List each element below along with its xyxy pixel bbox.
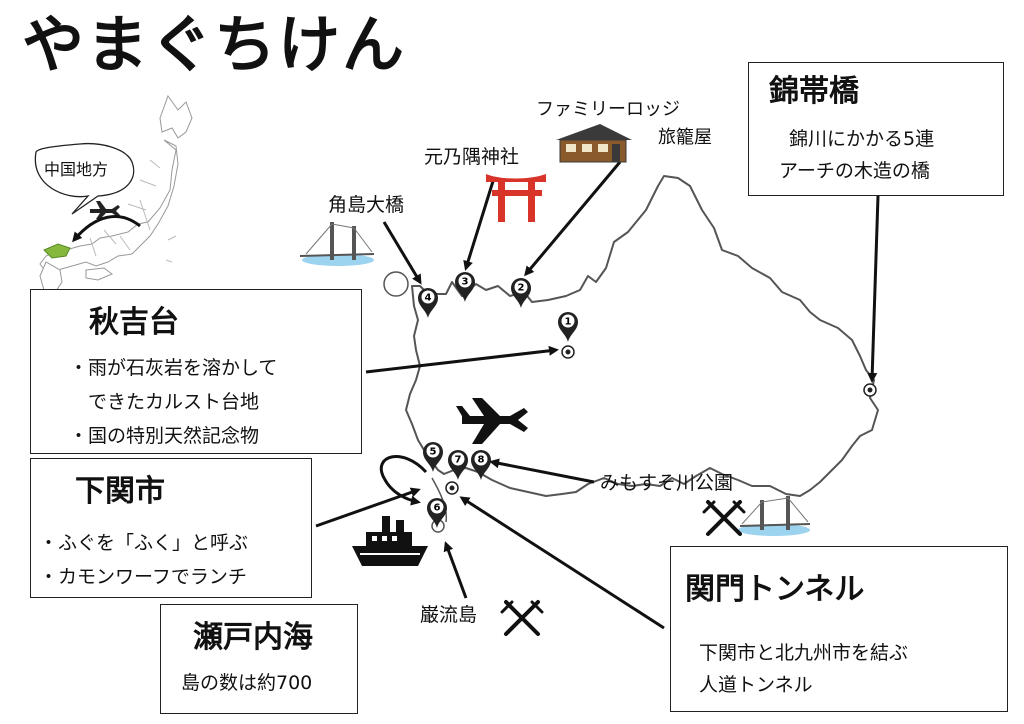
label-mimosuso: みもすそ川公園 bbox=[600, 472, 734, 494]
box-line: ・雨が石灰岩を溶かして bbox=[69, 357, 278, 379]
bridge-icon-kanmon bbox=[738, 496, 811, 536]
label-ganryujima: 巌流島 bbox=[420, 604, 478, 626]
location-marker-akiyoshidai bbox=[561, 345, 575, 359]
box-line: 下関市と北九州市を結ぶ bbox=[699, 642, 909, 664]
yamaguchi-highlight bbox=[43, 243, 71, 259]
shimonoseki-box: 下関市 ・ふぐを「ふく」と呼ぶ ・カモンワーフでランチ bbox=[30, 458, 312, 598]
box-line: ・国の特別天然記念物 bbox=[69, 425, 260, 447]
suspension-bridge-icon bbox=[299, 222, 375, 266]
map-pin-2: 2 bbox=[511, 278, 531, 308]
map-pin-7: 7 bbox=[448, 450, 468, 480]
map-pin-8: 8 bbox=[471, 450, 491, 480]
plane-icon-small bbox=[90, 201, 120, 219]
map-pin-number: 4 bbox=[425, 293, 432, 304]
yamaguchi-outline bbox=[405, 175, 879, 497]
label-motonosumi: 元乃隅神社 bbox=[424, 146, 520, 168]
torii-gate-icon bbox=[486, 174, 546, 222]
box-title: 関門トンネル bbox=[685, 572, 865, 607]
box-title: 錦帯橋 bbox=[769, 74, 859, 109]
box-line: ・ふぐを「ふく」と呼ぶ bbox=[39, 532, 249, 554]
map-pin-6: 6 bbox=[427, 498, 447, 528]
lodge-icon bbox=[556, 124, 632, 163]
box-title: 瀬戸内海 bbox=[193, 620, 313, 655]
label-family-lodge-line2: 旅籠屋 bbox=[658, 127, 712, 148]
map-pin-number: 6 bbox=[434, 503, 441, 514]
box-line: ・カモンワーフでランチ bbox=[39, 566, 247, 588]
label-family-lodge-line1: ファミリーロッジ bbox=[536, 99, 680, 120]
tsunoshima-island bbox=[383, 271, 409, 297]
map-pin-number: 1 bbox=[565, 317, 572, 328]
ship-icon bbox=[352, 516, 428, 566]
crossed-swords-icon bbox=[702, 500, 746, 536]
map-pin-3: 3 bbox=[455, 272, 475, 302]
region-label: 中国地方 bbox=[44, 160, 109, 179]
box-line: アーチの木造の橋 bbox=[779, 160, 930, 182]
kintaikyo-box: 錦帯橋 錦川にかかる5連 アーチの木造の橋 bbox=[748, 62, 1004, 196]
speech-bubble bbox=[34, 142, 135, 215]
map-pin-number: 2 bbox=[518, 283, 525, 294]
label-tsunoshima: 角島大橋 bbox=[328, 194, 405, 216]
japan-inset-map bbox=[39, 94, 193, 295]
pointer-arrows bbox=[315, 161, 880, 630]
box-title: 下関市 bbox=[75, 474, 165, 509]
setonaikai-box: 瀬戸内海 島の数は約700 bbox=[160, 604, 358, 714]
box-line: 錦川にかかる5連 bbox=[789, 128, 935, 150]
map-pin-number: 3 bbox=[462, 277, 469, 288]
crossed-swords-icon-ganryujima bbox=[500, 600, 544, 636]
map-pin-number: 8 bbox=[478, 455, 485, 466]
map-pin-5: 5 bbox=[423, 442, 443, 472]
page-title: やまぐちけん bbox=[22, 8, 407, 81]
map-pin-1: 1 bbox=[558, 312, 578, 342]
airplane-icon bbox=[456, 398, 528, 444]
map-pin-4: 4 bbox=[418, 288, 438, 318]
map-pin-number: 5 bbox=[430, 447, 437, 458]
location-marker-shimonoseki bbox=[445, 481, 459, 495]
kanmon-tunnel-box: 関門トンネル 下関市と北九州市を結ぶ 人道トンネル bbox=[670, 546, 1008, 712]
box-line: できたカルスト台地 bbox=[69, 391, 260, 413]
box-line: 人道トンネル bbox=[699, 674, 813, 696]
box-title: 秋吉台 bbox=[89, 305, 179, 340]
location-marker-kintaikyo bbox=[863, 383, 877, 397]
map-pin-number: 7 bbox=[455, 455, 462, 466]
box-line: 島の数は約700 bbox=[181, 672, 313, 694]
akiyoshidai-box: 秋吉台 ・雨が石灰岩を溶かして できたカルスト台地 ・国の特別天然記念物 bbox=[30, 289, 362, 454]
